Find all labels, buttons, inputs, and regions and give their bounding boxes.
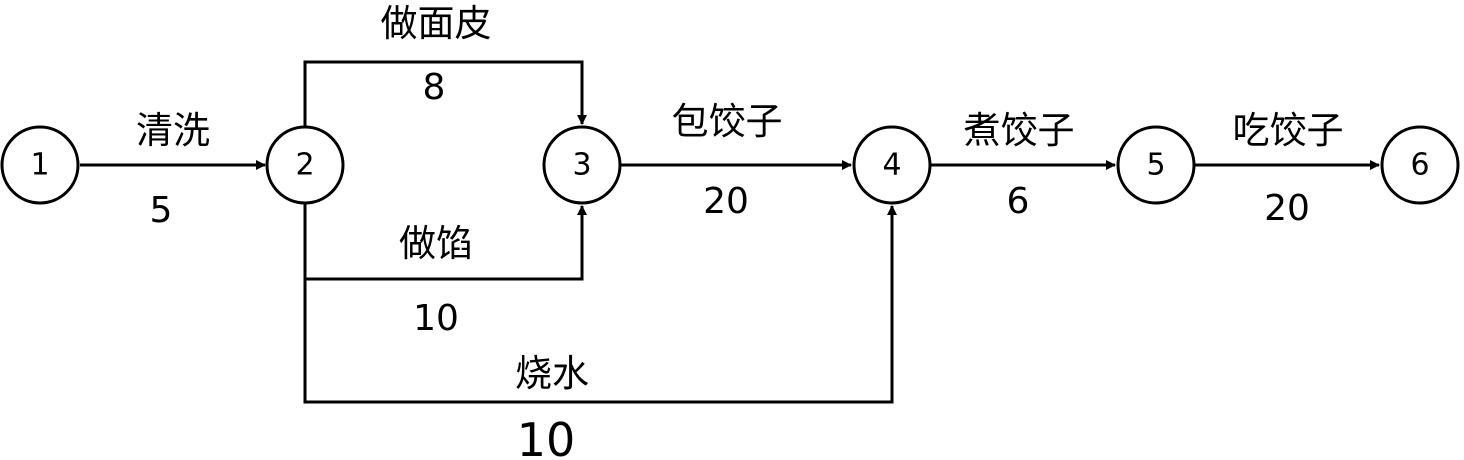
- edge-2-3-top-name: 做面皮: [381, 2, 492, 45]
- node-6-circle: [1380, 125, 1460, 205]
- node-2-label: 2: [295, 148, 314, 183]
- edge-2-3-top-line: [303, 60, 587, 126]
- edge-2-4-bottom-line: [303, 205, 897, 404]
- edges-group: [80, 60, 1380, 404]
- edge-2-4-weight: 10: [517, 413, 576, 460]
- node-4-label: 4: [882, 148, 901, 183]
- edge-2-3-middle-line: [303, 204, 587, 281]
- edge-2-3-middle-name: 做馅: [399, 222, 473, 265]
- node-2-circle: [265, 125, 345, 205]
- edge-5-6-name: 吃饺子: [1233, 109, 1344, 152]
- edge-3-4-name: 包饺子: [672, 100, 783, 143]
- nodes-group: 1 2 3 4 5 6: [0, 125, 1460, 205]
- edge-2-3-middle-weight: 10: [413, 298, 459, 339]
- edge-3-4-weight: 20: [703, 181, 749, 222]
- node-6-label: 6: [1410, 148, 1429, 183]
- node-1: 1: [0, 125, 80, 205]
- node-1-circle: [0, 125, 80, 205]
- edge-4-5-name: 煮饺子: [964, 109, 1075, 152]
- edge-1-2-weight: 5: [150, 190, 173, 231]
- node-4: 4: [852, 125, 932, 205]
- node-2: 2: [265, 125, 345, 205]
- node-5-circle: [1116, 125, 1196, 205]
- node-5-label: 5: [1146, 148, 1165, 183]
- edge-5-6-weight: 20: [1264, 188, 1310, 229]
- edge-labels-group: 清洗 5 做面皮 8 做馅 10 烧水 10 包饺子 20 煮饺子 6 吃饺子 …: [136, 2, 1344, 460]
- node-5: 5: [1116, 125, 1196, 205]
- node-6: 6: [1380, 125, 1460, 205]
- edge-2-4-name: 烧水: [515, 352, 589, 395]
- node-3-label: 3: [572, 148, 591, 183]
- node-4-circle: [852, 125, 932, 205]
- edge-4-5-weight: 6: [1007, 181, 1030, 222]
- node-3: 3: [542, 125, 622, 205]
- node-3-circle: [542, 125, 622, 205]
- node-1-label: 1: [30, 148, 49, 183]
- edge-2-3-top-weight: 8: [423, 67, 446, 108]
- edge-1-2-name: 清洗: [136, 109, 210, 152]
